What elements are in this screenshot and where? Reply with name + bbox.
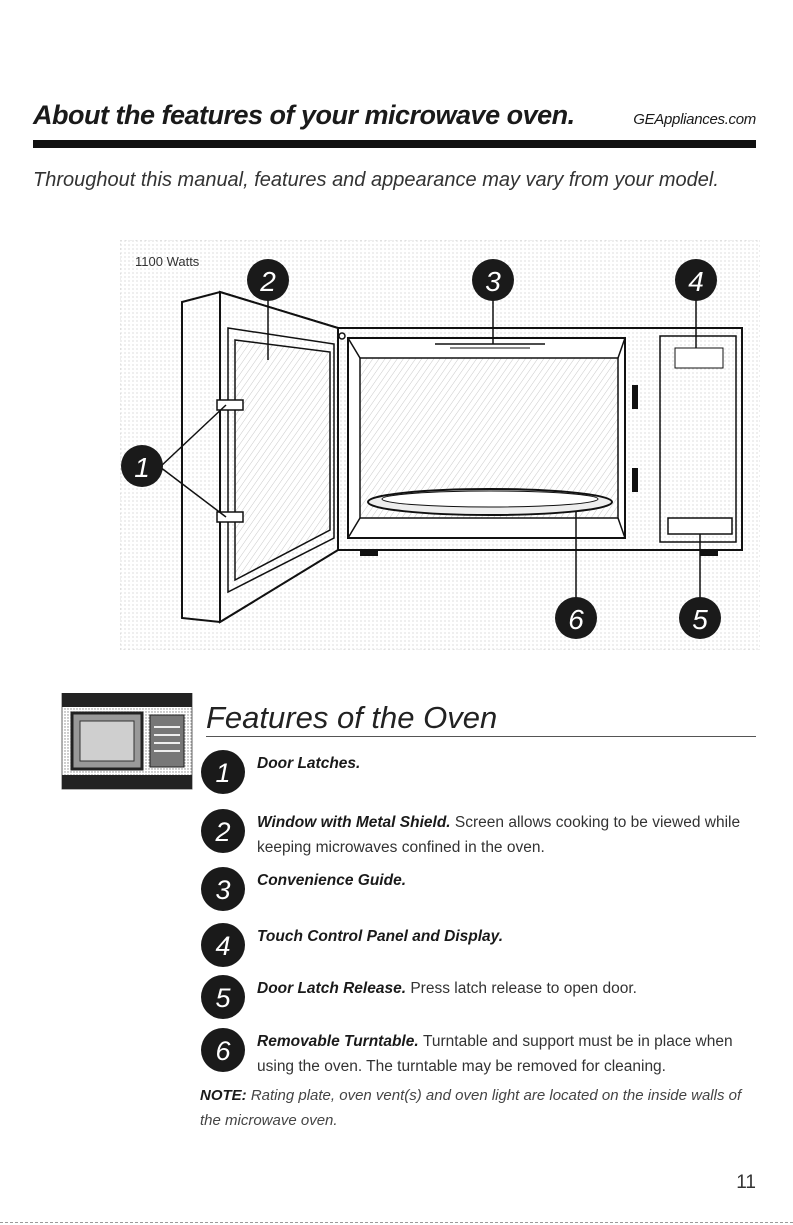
page-number: 11 (736, 1172, 756, 1193)
feature-5-badge: 5 (201, 975, 245, 1019)
intro-text: Throughout this manual, features and app… (33, 169, 719, 191)
display (674, 347, 724, 369)
feature-2-number: 2 (214, 817, 230, 847)
door-latch-lower (216, 511, 244, 523)
wattage-label: 1100 Watts (135, 254, 200, 269)
feature-6-badge: 6 (201, 1028, 245, 1072)
callout-3: 3 (472, 259, 514, 301)
feature-5-number: 5 (215, 983, 231, 1013)
feature-6-number: 6 (215, 1036, 231, 1066)
page-title: About the features of your microwave ove… (33, 100, 575, 130)
callout-4-label: 4 (688, 266, 704, 297)
feature-3-number: 3 (215, 875, 230, 905)
feature-4-number: 4 (215, 931, 230, 961)
feature-2-name: Window with Metal Shield. (257, 814, 451, 831)
feature-6-description: Turntable and support must be in place w… (257, 1033, 733, 1075)
door-window (234, 339, 331, 582)
feature-5-name: Door Latch Release. (257, 980, 407, 997)
feature-1-badge: 1 (201, 750, 245, 794)
header-rule (33, 140, 756, 148)
feature-6-name: Removable Turntable. (257, 1033, 419, 1050)
feature-1-number: 1 (215, 758, 230, 788)
note-label: NOTE: (200, 1087, 247, 1104)
note: NOTE: Rating plate, oven vent(s) and ove… (200, 1083, 760, 1133)
callout-6-label: 6 (568, 604, 584, 635)
feature-4-name: Touch Control Panel and Display. (257, 928, 504, 945)
footer-rule (0, 1222, 793, 1223)
feature-3-badge: 3 (201, 867, 245, 911)
features-title: Features of the Oven (206, 700, 498, 735)
features-rule (206, 736, 756, 737)
feature-2-description: Screen allows cooking to be viewed while… (257, 814, 741, 856)
feature-1-name: Door Latches. (257, 755, 361, 772)
callout-5-label: 5 (692, 604, 708, 635)
latch-release (667, 517, 733, 535)
callout-1-label: 1 (134, 452, 150, 483)
feature-2-badge: 2 (201, 809, 245, 853)
note-text: Rating plate, oven vent(s) and oven ligh… (200, 1087, 742, 1129)
callout-6: 6 (555, 597, 597, 639)
callout-5: 5 (679, 597, 721, 639)
feature-3-name: Convenience Guide. (257, 872, 407, 889)
feature-5-description: Press latch release to open door. (410, 980, 637, 997)
door-latch-upper (216, 399, 244, 411)
control-panel (659, 335, 737, 543)
feature-4-badge: 4 (201, 923, 245, 967)
microwave-diagram: 1 2 3 4 5 6 (120, 240, 760, 650)
callout-1: 1 (121, 445, 163, 487)
microwave-icon (61, 693, 193, 790)
callout-3-label: 3 (485, 266, 501, 297)
callout-4: 4 (675, 259, 717, 301)
callout-2: 2 (247, 259, 289, 301)
callout-2-label: 2 (259, 266, 276, 297)
site-url: GEAppliances.com (633, 111, 756, 128)
